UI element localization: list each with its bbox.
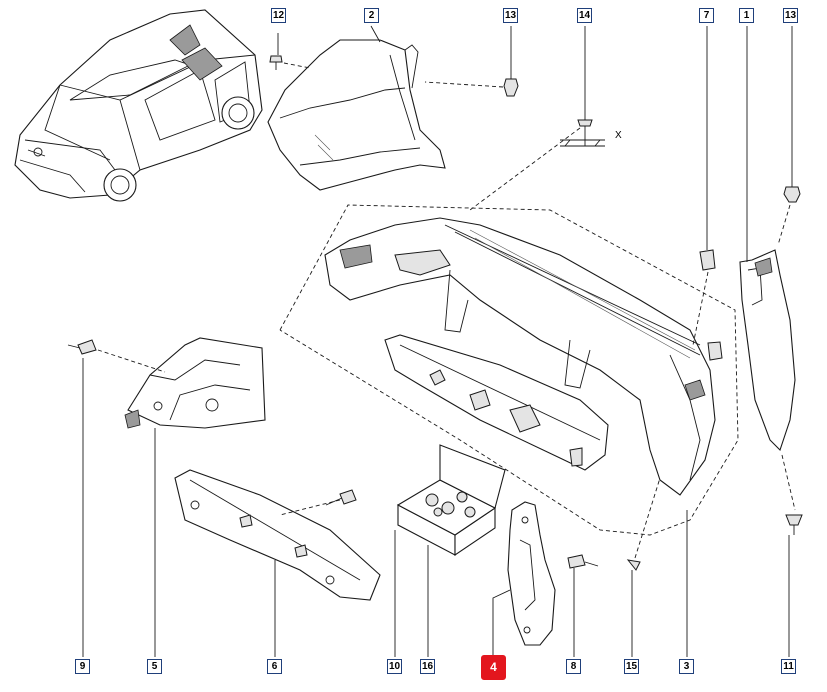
callout-12[interactable]: 12 [271,8,286,23]
dimension-label-x: X [615,130,622,141]
callout-5[interactable]: 5 [147,659,162,674]
callout-9[interactable]: 9 [75,659,90,674]
upper-bumper-cover [267,39,446,191]
callout-1[interactable]: 1 [739,8,754,23]
fastener-kit-box [396,444,506,557]
callout-16[interactable]: 16 [420,659,435,674]
callout-4-selected[interactable]: 4 [481,655,506,680]
callout-2[interactable]: 2 [364,8,379,23]
main-bumper [324,217,716,496]
lower-reinforcement-beam [174,469,381,601]
assembly-outline [279,204,739,536]
side-mounting-bracket [507,501,599,646]
callout-13-top[interactable]: 13 [503,8,518,23]
callout-11[interactable]: 11 [781,659,796,674]
bumper-bracket [67,337,266,429]
callout-8[interactable]: 8 [566,659,581,674]
impact-absorber-beam [384,334,609,471]
callout-6[interactable]: 6 [267,659,282,674]
leader-lines [82,25,793,657]
callout-3[interactable]: 3 [679,659,694,674]
fasteners-top [269,55,801,246]
side-extension-panel [739,249,796,511]
callout-15[interactable]: 15 [624,659,639,674]
car-illustration [14,9,263,202]
retaining-clip [692,249,723,361]
fasteners-bottom [626,477,803,571]
callout-14[interactable]: 14 [577,8,592,23]
callout-10[interactable]: 10 [387,659,402,674]
callout-13-right[interactable]: 13 [783,8,798,23]
callout-7[interactable]: 7 [699,8,714,23]
